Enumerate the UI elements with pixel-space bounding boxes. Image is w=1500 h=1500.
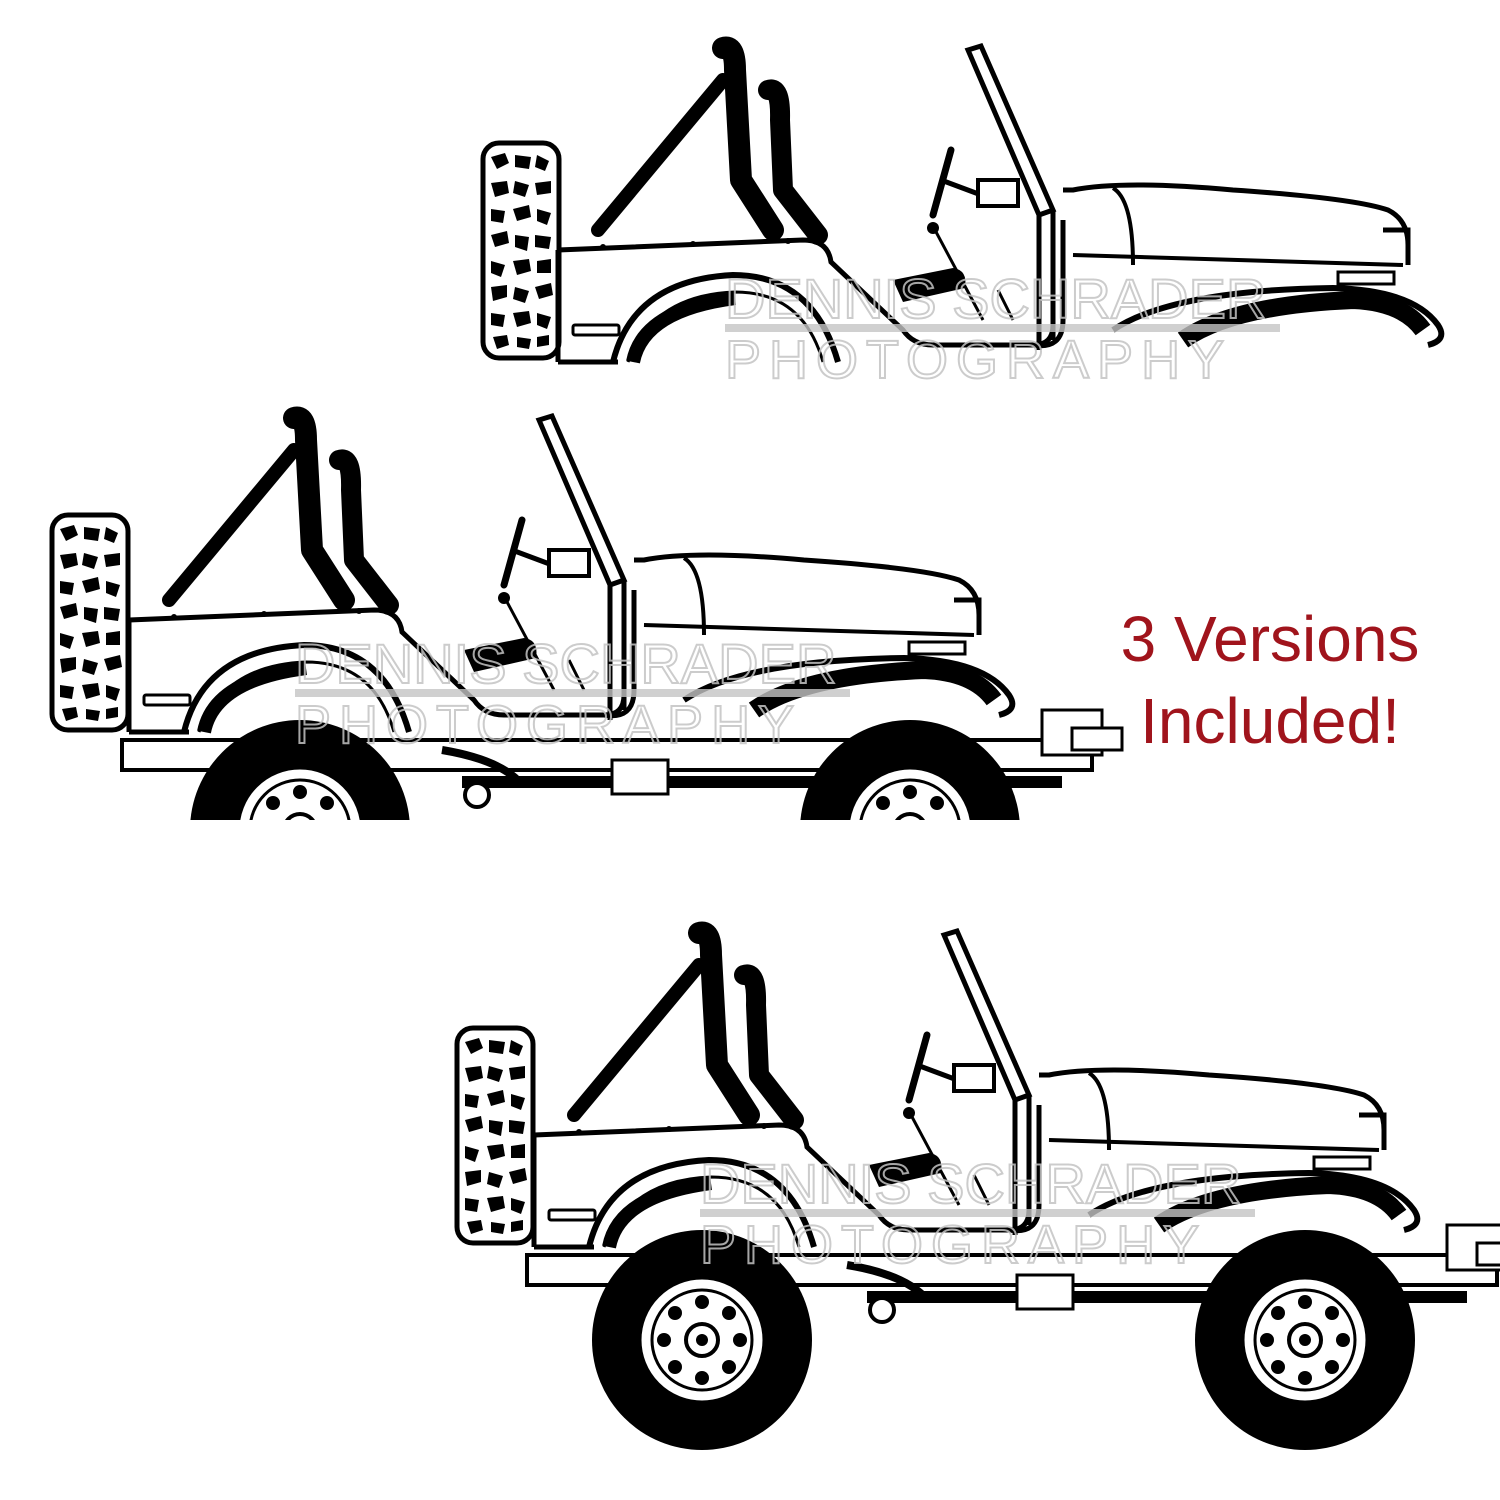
svg-text:PHOTOGRAPHY: PHOTOGRAPHY <box>700 1215 1207 1275</box>
watermark-2: DENNIS SCHRADER PHOTOGRAPHY <box>294 631 850 756</box>
svg-text:PHOTOGRAPHY: PHOTOGRAPHY <box>725 330 1232 390</box>
callout-line-2: Included! <box>1140 685 1400 757</box>
callout-line-1: 3 Versions <box>1120 603 1420 675</box>
svg-text:DENNIS SCHRADER: DENNIS SCHRADER <box>725 267 1266 330</box>
svg-text:DENNIS SCHRADER: DENNIS SCHRADER <box>295 632 836 695</box>
watermark-3: DENNIS SCHRADER PHOTOGRAPHY <box>699 1151 1255 1276</box>
svg-text:DENNIS SCHRADER: DENNIS SCHRADER <box>700 1152 1241 1215</box>
svg-text:PHOTOGRAPHY: PHOTOGRAPHY <box>295 695 802 755</box>
versions-included-callout: 3 Versions Included! <box>1060 598 1480 762</box>
watermark-1: DENNIS SCHRADER PHOTOGRAPHY <box>724 266 1280 391</box>
